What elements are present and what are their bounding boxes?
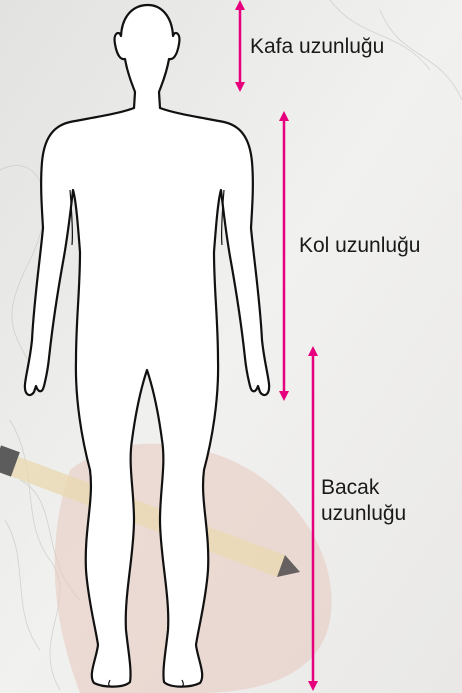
leg-length-label: Bacak uzunluğu [321,475,406,527]
arm-length-label: Kol uzunluğu [299,233,420,259]
head-length-label: Kafa uzunluğu [250,34,384,60]
leg-length-label-line1: Bacak [321,475,406,501]
human-figure-outline [25,5,269,687]
leg-length-label-line2: uzunluğu [321,501,406,527]
